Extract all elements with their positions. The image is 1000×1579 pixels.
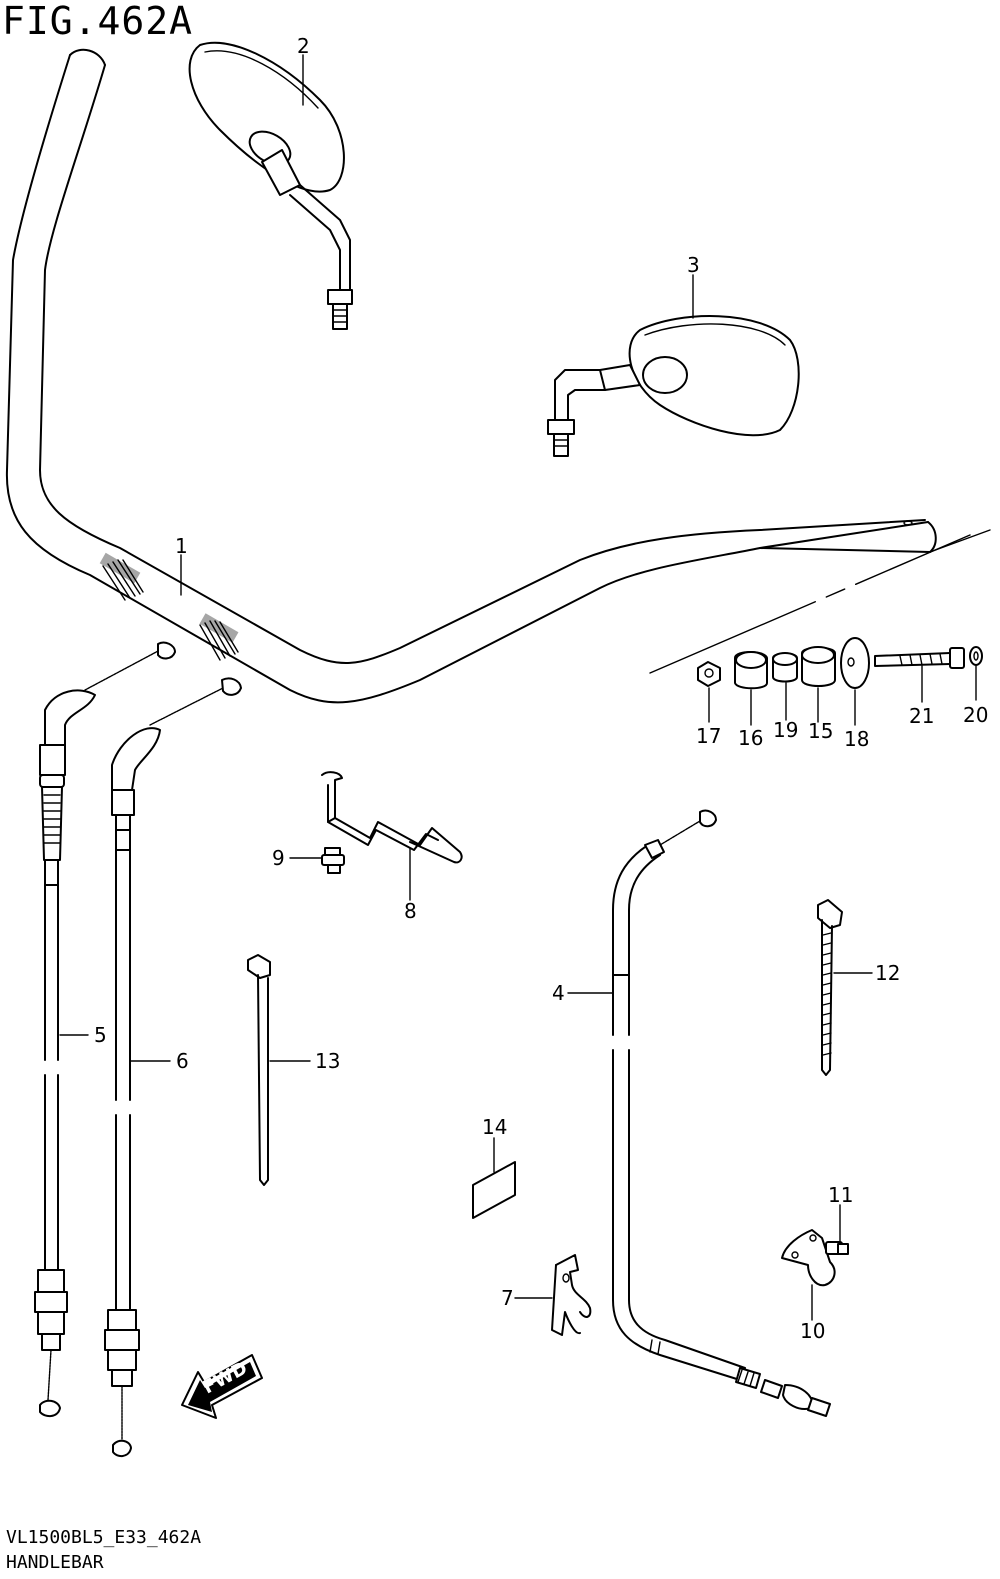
callout-9: 9 xyxy=(272,846,285,870)
label-sticker-14[interactable] xyxy=(472,1161,516,1219)
throttle-cable-5[interactable] xyxy=(34,641,176,1418)
callout-20: 20 xyxy=(963,703,988,727)
callout-10: 10 xyxy=(800,1319,825,1343)
nut-17 xyxy=(697,661,721,687)
callout-2: 2 xyxy=(297,34,310,58)
callout-1: 1 xyxy=(175,534,188,558)
callout-labels: 1 2 3 4 5 6 7 8 9 10 11 12 13 14 15 16 1… xyxy=(94,34,988,1343)
washer-20 xyxy=(969,646,983,666)
callout-3: 3 xyxy=(687,253,700,277)
cable-guide-8[interactable] xyxy=(321,771,463,864)
washer-18 xyxy=(840,637,870,689)
callout-19: 19 xyxy=(773,718,798,742)
clamp-7[interactable] xyxy=(551,1254,592,1336)
callout-21: 21 xyxy=(909,704,934,728)
callout-12: 12 xyxy=(875,961,900,985)
bolt-11[interactable] xyxy=(825,1241,849,1255)
section-name: HANDLEBAR xyxy=(6,1552,104,1573)
callout-8: 8 xyxy=(404,899,417,923)
handlebar[interactable] xyxy=(5,48,991,704)
callout-17: 17 xyxy=(696,724,721,748)
callout-11: 11 xyxy=(828,1183,853,1207)
figure-title: FIG.462A xyxy=(2,0,194,43)
cable-tie-12[interactable] xyxy=(817,899,843,1076)
mirror-left[interactable] xyxy=(188,41,353,330)
callout-15: 15 xyxy=(808,719,833,743)
mirror-right[interactable] xyxy=(547,315,800,457)
fwd-arrow-icon: FWD xyxy=(181,1354,263,1419)
clamp-10[interactable] xyxy=(781,1229,836,1287)
bar-end-hardware[interactable] xyxy=(697,637,983,690)
bolt-9[interactable] xyxy=(321,847,345,874)
throttle-cable-6[interactable] xyxy=(104,677,242,1458)
callout-5: 5 xyxy=(94,1023,107,1047)
callout-13: 13 xyxy=(315,1049,340,1073)
leader-lines xyxy=(59,54,977,1321)
callout-4: 4 xyxy=(552,981,565,1005)
callout-18: 18 xyxy=(844,727,869,751)
cable-tie-13[interactable] xyxy=(247,954,271,1186)
callout-6: 6 xyxy=(176,1049,189,1073)
callout-7: 7 xyxy=(501,1286,514,1310)
callout-14: 14 xyxy=(482,1115,507,1139)
clutch-cable-4[interactable] xyxy=(612,809,831,1417)
callout-16: 16 xyxy=(738,726,763,750)
model-code: VL1500BL5_E33_462A xyxy=(6,1527,202,1548)
